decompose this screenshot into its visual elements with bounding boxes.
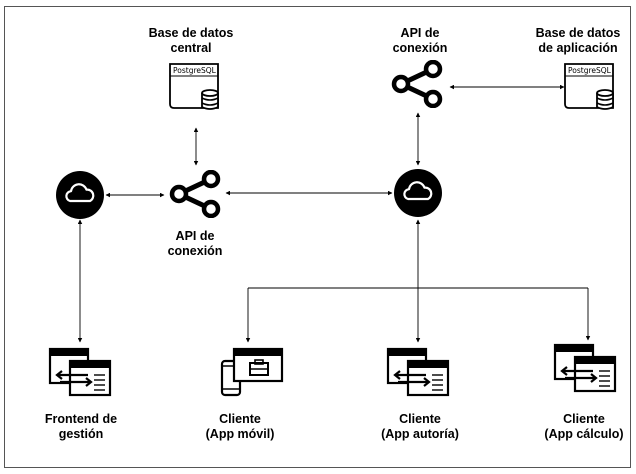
web-app-icon [386,347,450,397]
central-database: Base de datos central PostgreSQL [149,26,234,110]
web-app-icon [553,343,617,393]
client-mobile-label-line1: Cliente [219,412,261,426]
cloud-icon [55,170,105,220]
central-db-engine: PostgreSQL [173,66,217,75]
api-left-label-line2: conexión [168,244,223,258]
api-top-label-line2: conexión [393,41,448,55]
client-authoring-app: Cliente (App autoría) [381,347,459,441]
frontend-label-line2: gestión [59,427,103,441]
api-top-label-line1: API de [401,26,440,40]
share-icon [172,172,218,216]
api-connection-left: API de conexión [168,172,223,258]
api-connection-top: API de conexión [393,26,448,106]
frontend-management: Frontend de gestión [45,347,117,441]
client-authoring-label-line1: Cliente [399,412,441,426]
client-mobile-app: Cliente (App móvil) [206,347,284,441]
client-calc-app: Cliente (App cálculo) [544,343,624,441]
central-db-label-line2: central [171,41,212,55]
diagram-frame [4,6,631,468]
client-calc-label-line2: (App cálculo) [544,427,623,441]
mobile-app-icon [220,347,284,397]
app-database: Base de datos de aplicación PostgreSQL [536,26,621,110]
central-db-label-line1: Base de datos [149,26,234,40]
app-db-engine: PostgreSQL [568,66,612,75]
app-db-label-line2: de aplicación [538,41,617,55]
client-authoring-label-line2: (App autoría) [381,427,459,441]
frontend-label-line1: Frontend de [45,412,117,426]
client-calc-label-line1: Cliente [563,412,605,426]
client-mobile-label-line2: (App móvil) [206,427,275,441]
share-icon [394,62,440,106]
connectors [77,84,591,343]
app-db-label-line1: Base de datos [536,26,621,40]
cloud-icon [393,168,443,218]
api-left-label-line1: API de [176,229,215,243]
web-app-icon [48,347,112,397]
